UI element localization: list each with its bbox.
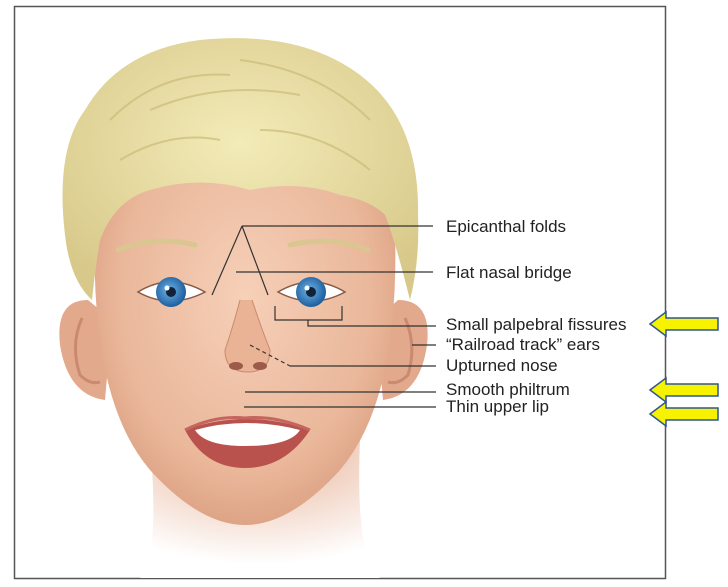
arrow-smooth-philtrum — [650, 378, 718, 402]
label-flat-nasal-bridge: Flat nasal bridge — [446, 264, 572, 282]
left-nostril — [229, 362, 243, 370]
highlight-arrows — [650, 312, 718, 426]
right-eye-glint — [305, 286, 310, 291]
right-nostril — [253, 362, 267, 370]
arrow-thin-upper-lip — [650, 402, 718, 426]
left-eye-glint — [165, 286, 170, 291]
label-epicanthal-folds: Epicanthal folds — [446, 218, 566, 236]
label-thin-upper-lip: Thin upper lip — [446, 398, 549, 416]
label-railroad-track-ears: “Railroad track” ears — [446, 336, 600, 354]
label-upturned-nose: Upturned nose — [446, 357, 558, 375]
label-small-palpebral-fissures: Small palpebral fissures — [446, 316, 626, 334]
arrow-small-palpebral-fissures — [650, 312, 718, 336]
